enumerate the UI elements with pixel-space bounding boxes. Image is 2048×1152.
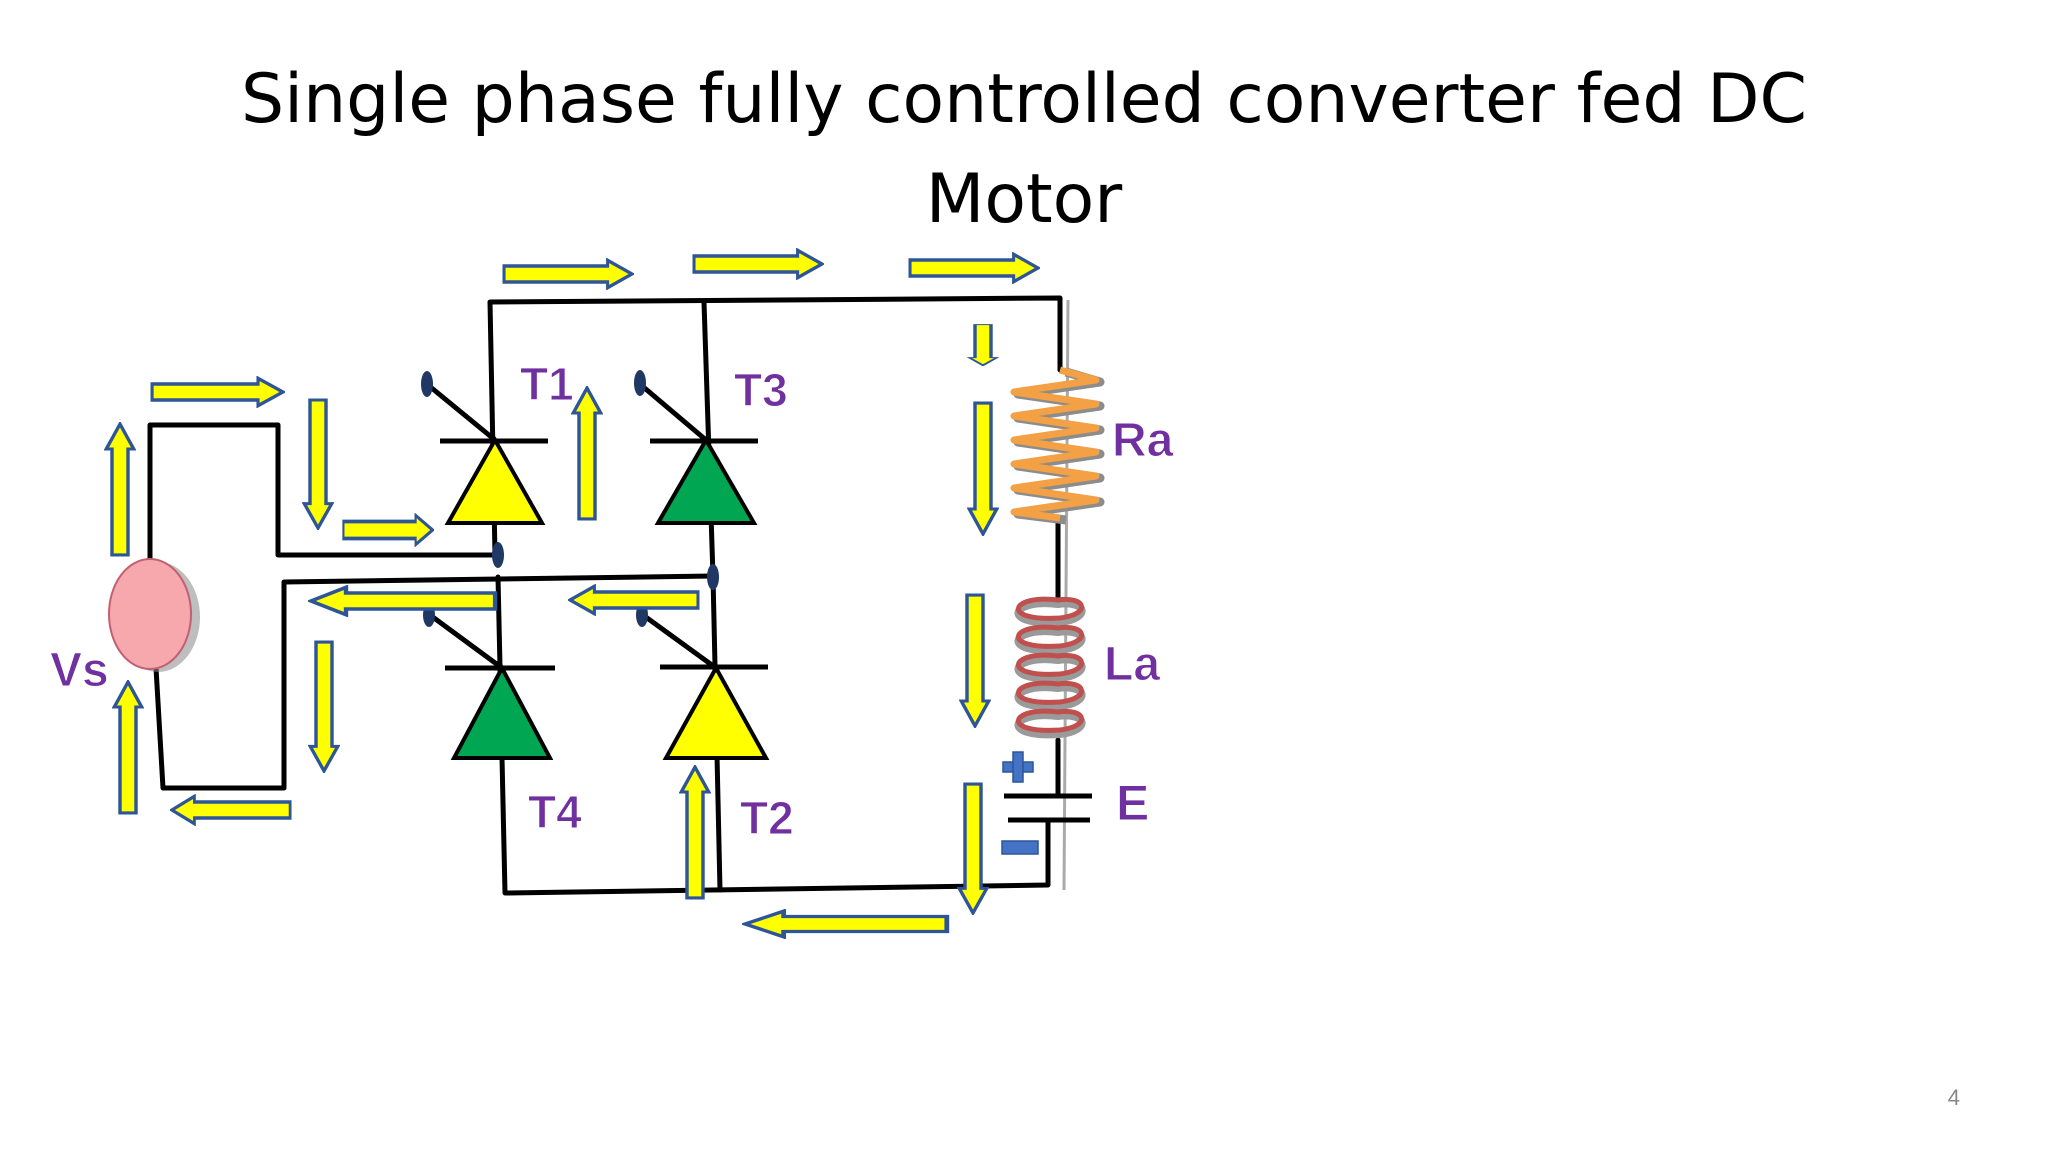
current-arrow-left [568,584,700,616]
current-arrow-down [957,782,989,915]
title-line-2: Motor [925,160,1123,239]
top-bus-wire [487,295,1063,558]
label-vs: Vs [50,644,109,697]
title-line-1: Single phase fully controlled converter … [241,60,1807,139]
current-arrow-right [502,258,634,290]
current-arrow-down [302,398,334,530]
thyristor-t3-gate [639,383,708,442]
ac-source [108,558,200,672]
resistor-ra [1010,366,1105,525]
current-arrow-down [967,324,999,366]
current-arrow-right [692,248,824,280]
current-arrow-left [745,911,947,937]
current-arrow-down [967,401,999,536]
junction-dot [707,564,719,590]
current-arrow-right [342,513,434,547]
label-ra: Ra [1112,414,1174,467]
page-number: 4 [1947,1085,1960,1110]
thyristor-t3 [634,370,758,525]
slide-title: Single phase fully controlled converter … [0,50,2048,250]
resistor-ra-zigzag [1010,366,1100,522]
thyristor-t2 [636,603,770,760]
thyristor-t4-body [450,663,554,760]
current-arrow-right [150,376,285,408]
current-arrow-up [104,422,136,557]
plus-sign [1002,751,1034,783]
label-la: La [1104,638,1160,691]
current-arrow-left [170,794,292,826]
minus-sign [1001,840,1039,855]
current-arrow-right [908,252,1040,284]
thyristor-t3-body [654,436,758,525]
current-arrow-left [311,587,495,614]
thyristor-t1-gate [426,383,497,442]
label-t4: T4 [528,786,582,838]
label-t3: T3 [734,364,788,416]
source-return-wire [153,573,716,791]
thyristor-t1-gate-terminal [421,371,433,397]
back-emf-battery [1001,751,1092,855]
thyristor-t2-body [662,663,770,760]
label-t1: T1 [520,358,574,410]
label-t2: T2 [740,792,794,844]
source-loop-wire [147,422,498,565]
inductor-la [1014,596,1086,739]
label-e: E [1116,775,1149,831]
current-arrow-up [112,680,144,815]
thyristor-t4 [423,603,555,760]
ac-source-body [108,558,192,670]
thyristor-t2-gate [641,612,718,671]
inductor-la-coil [1016,596,1085,733]
thyristor-t1 [421,371,548,525]
thyristor-t3-gate-terminal [634,370,646,396]
current-arrow-up [571,386,603,521]
thyristor-t4-gate [428,612,504,671]
current-arrow-up [679,765,711,900]
thyristor-t1-body [444,435,546,525]
current-arrow-down [959,593,991,728]
current-arrow-down [308,640,340,773]
junction-dot [492,542,504,568]
